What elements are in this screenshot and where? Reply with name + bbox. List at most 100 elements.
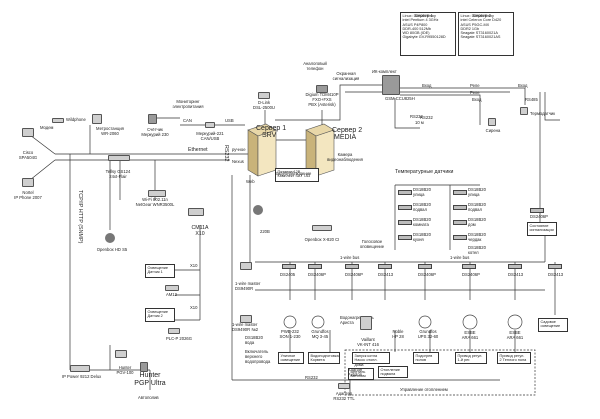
switch-device — [188, 208, 204, 216]
server1-spec-heading: Сервер 1 — [415, 13, 434, 18]
termo-device — [520, 107, 528, 115]
ds-chip-8 — [453, 235, 467, 240]
zapusk-text: Запуск котла Насос отопл. дома — [354, 354, 378, 367]
vaillant-device — [360, 316, 372, 330]
ds-chip-4 — [398, 235, 412, 240]
pitanie-text: Питание 12В Комплект SAT 7A3 — [277, 170, 311, 179]
otop1-box: Отопление подвала — [378, 366, 408, 378]
pri1-text: Привод регул. 1-й рег. — [457, 354, 483, 363]
rele2-label: Реле — [470, 90, 480, 95]
heating-group — [344, 349, 536, 396]
server2-subtitle: MEDIA — [334, 134, 357, 141]
ds-chip-2 — [398, 205, 412, 210]
merc-device — [205, 122, 215, 128]
adapter-label: Адаптер RS232 TTL — [333, 391, 355, 401]
temp-title: Температурные датчики — [395, 169, 454, 175]
plc-device — [168, 328, 180, 334]
camera-icon — [253, 205, 263, 215]
x10-label: X10 — [190, 263, 198, 268]
hunter2-label: Hunter PGP Ultra — [134, 372, 166, 387]
openbox-x-label: Openbox X-820 CI — [304, 237, 340, 242]
sad-text: Садовое освещение — [540, 320, 561, 329]
ds-chip-6 — [453, 205, 467, 210]
x10b-label: X10 — [190, 305, 198, 310]
rele-line — [400, 87, 526, 105]
mains-label: 220В — [260, 229, 270, 234]
metroset-label: Метростанция WR-2060 — [96, 126, 124, 136]
one-wire-master-label: 1-wire master DS9490R — [235, 281, 261, 291]
ds2406-4-label: DS2406P — [462, 272, 480, 277]
ds2413-2-label: DS2413 — [508, 272, 524, 277]
modem-label: Модем — [40, 125, 54, 130]
pri1-box: Привод регул. 1-й рег. — [455, 352, 487, 364]
sirena-label: Сирена — [485, 128, 501, 133]
ds1-label: DS18B20 улица — [413, 187, 431, 197]
ds2406-2-label: DS2406P — [345, 272, 363, 277]
vhodb-label: Вход — [472, 97, 482, 102]
otop1-text: Отопление подвала — [380, 368, 400, 377]
ds2-label: DS18B20 подвал — [413, 202, 431, 212]
pri2-text: Привод регул. 2 Теплого пола — [499, 354, 527, 363]
wire1b-label: 1-wire bus — [450, 255, 470, 260]
wifi-label: Wi-Fi 802.11n NetGear WNR3500L — [135, 197, 175, 207]
ds8-label: DS18B20 чердак — [468, 232, 486, 242]
ventil1-box: Вентиль Автоном — [348, 368, 374, 380]
ip-power-device — [70, 365, 90, 372]
rs485-label: RS485 — [525, 97, 538, 102]
dlink-label: D-Link DSL-2500U — [253, 100, 275, 110]
ds7-label: DS18B20 дом — [468, 217, 486, 227]
zapusk-box: Запуск котла Насос отопл. дома — [352, 352, 390, 367]
server1-subtitle: SRV — [262, 132, 277, 139]
chip-ds2413-3 — [548, 264, 562, 269]
ventil1-text: Вентиль Автоном — [350, 370, 366, 379]
cisco-phone — [22, 128, 34, 137]
ds18b20-v-label: DS18B20 вода — [245, 335, 263, 345]
rs232b-label: RS232 — [305, 375, 318, 380]
ds-chip-5 — [453, 190, 467, 195]
valve-icon-1 — [462, 314, 478, 330]
counter-label: Счётчик Меркурий 230 — [141, 127, 169, 137]
pump-icon-1 — [283, 315, 297, 329]
vhod-line — [394, 98, 420, 129]
sost-box: Состояние сигнализации — [527, 222, 557, 236]
cm11a-label: CM11A X10 — [191, 225, 209, 237]
kamera-label: Камера видеонаблюдения — [327, 152, 363, 162]
vodopod-text: Водоподготовка Корвета — [310, 354, 339, 363]
nortel-phone — [22, 178, 34, 187]
counter-device — [148, 114, 157, 124]
digium-label: Digium TDM410P FXO+FXS PBX (Asterisk) — [305, 92, 339, 107]
uliz-text: Уличное освещение — [280, 354, 301, 363]
ds2413-1-label: DS2413 — [378, 272, 394, 277]
tcpip-label: TCP/IP HTTP (SNMP) — [77, 190, 83, 244]
aster-label: Аналоговый телефон — [303, 61, 327, 71]
metro-device — [92, 114, 102, 124]
adapter-device — [338, 383, 350, 389]
openbox-label: Openbox HD S5 — [96, 247, 128, 252]
ds2406b-chip — [530, 208, 544, 213]
vodonag-label: Водонагреватель Ариста — [340, 315, 374, 325]
ds-chip-3 — [398, 220, 412, 225]
noble-label: Noble HP 28 — [392, 329, 404, 339]
server2-spec-text: Linux: Debian lenny intel Celeron Core D… — [460, 14, 502, 40]
sad-box: Садовое освещение — [538, 318, 568, 332]
ds5-label: DS18B20 улица — [468, 187, 486, 197]
chip-ds2406-3 — [418, 264, 432, 269]
ethernet-label: Ethernet — [188, 147, 208, 153]
osv1-box: Освещение Датчик 1 — [145, 264, 175, 278]
upravl-label: Управление отоплением — [400, 387, 448, 392]
podogrev-box: Подогрев полов — [413, 352, 439, 364]
chip-ds2406-1 — [308, 264, 322, 269]
one-wire-master2-label: 1-wire master DS9490R №2 — [232, 322, 259, 332]
rele-line-2 — [400, 94, 481, 125]
srv-to-top — [275, 84, 385, 121]
vaillant-label: Vaillant VK-INT 416 — [357, 337, 379, 347]
ds6-label: DS18B20 подвал — [468, 202, 486, 212]
esbe1-label: ESBE ARA 661 — [461, 330, 479, 340]
merc-label: Меркурий-221 CAN/USB — [196, 131, 224, 141]
usb-label: USB — [225, 118, 234, 123]
chip-ds2405 — [282, 264, 296, 269]
server2-spec-box: Linux: Debian lenny intel Celeron Core D… — [458, 12, 514, 56]
ds2413-3-label: DS2413 — [548, 272, 564, 277]
ruchnoe-label: ручное — [232, 147, 246, 152]
server1-spec-text: Linux: Debian lenny intel Pentium 4 3GHz… — [402, 14, 446, 40]
